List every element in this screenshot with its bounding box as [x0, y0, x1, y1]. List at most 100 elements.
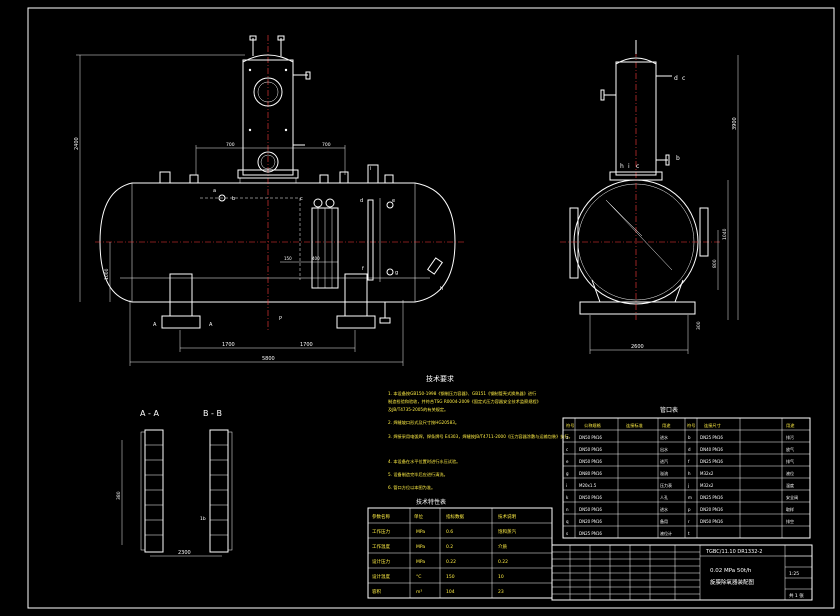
nozzle-label-c: c: [300, 196, 303, 202]
vessel-shell: [99, 182, 456, 303]
technical-notes: 技术要求 1. 本设备按GB150-1998《钢制压力容器》、GB151《钢制管…: [388, 374, 573, 491]
nozzle-label-e: e: [392, 198, 395, 204]
nozzle-cell: t: [688, 531, 690, 536]
nz-h2: 连接标准: [626, 422, 643, 429]
tech-table-title: 技术特性表: [416, 498, 446, 506]
section-aa-title: A - A: [140, 409, 159, 418]
nozzle-cell: 进汽: [660, 458, 668, 464]
tech-r2c2: 0.22: [446, 559, 456, 565]
nozzle-label-f: f: [362, 266, 364, 272]
tech-h1: 单位: [414, 513, 423, 520]
dim-height: 2400: [74, 137, 80, 150]
dim-half-right: 1700: [300, 342, 313, 348]
nozzle-cell: h: [688, 471, 691, 476]
nozzle-cell: 放气: [786, 446, 794, 452]
tech-r1c0: 工作温度: [372, 543, 390, 550]
note-line-4: 2. 焊缝坡口形式及尺寸按HG20583。: [388, 419, 459, 426]
section-views: A - A B - B 380 1b 2300: [116, 409, 233, 557]
nozzle-cell: DN80 PN16: [579, 471, 602, 476]
nozzle-cell: DN50 PN16: [700, 519, 723, 524]
tech-r4c0: 容积: [372, 588, 381, 595]
tech-r4c3: 23: [498, 589, 504, 595]
tech-r1c2: 0.2: [446, 544, 453, 550]
nz-h0: 符号: [566, 422, 574, 429]
note-line-6: 4. 本设备在水平位置时进行水压试验。: [388, 458, 460, 465]
upper-manhole: [253, 77, 283, 107]
nozzle-cell: M32x2: [700, 471, 714, 476]
nozzle-label-b: b: [232, 196, 235, 202]
side-dim-1040: 1040: [722, 228, 728, 240]
side-label-d: d: [674, 75, 678, 82]
side-label-i: i: [628, 163, 630, 170]
nozzle-cell: DN50 PN16: [579, 459, 602, 464]
tech-r1c1: MPa: [416, 544, 425, 550]
tech-table: 技术特性表 参数名称 单位 指标数据 技术说明 工作压力 MPa 0.6 饱和蒸…: [367, 498, 553, 599]
tech-r4c1: m³: [416, 589, 422, 595]
tech-h2: 指标数据: [446, 513, 464, 520]
nozzle-cell: DN50 PN16: [579, 507, 602, 512]
nozzle-label-d: d: [360, 198, 363, 204]
level-gauge: [367, 199, 374, 281]
nozzle-cell: 排空: [786, 518, 794, 524]
section-aa-profile: [144, 429, 164, 553]
tech-h0: 参数名称: [372, 513, 390, 520]
title-desc-2: 旋膜除氧器装配图: [710, 578, 755, 586]
nozzle-cell: DN20 PN16: [579, 519, 602, 524]
nozzle-cell: 人孔: [660, 494, 668, 500]
nozzle-label-h: h: [440, 286, 443, 292]
tech-r3c1: °C: [416, 574, 421, 580]
nozzle-cell: i: [566, 483, 567, 488]
title-block: TGBC/11.10 DR1332-2 0.02 MPa 50t/h 旋膜除氧器…: [551, 544, 813, 601]
nozzle-cell: p: [688, 507, 691, 512]
note-line-8: 6. 管口方位以本图为准。: [388, 484, 435, 491]
side-support: [591, 279, 684, 303]
nozzle-cell: j: [687, 483, 689, 488]
note-line-7: 5. 设备制造完毕后应进行清洗。: [388, 471, 448, 478]
nozzle-cell: DN25 PN16: [700, 435, 723, 440]
p-mark: P: [279, 316, 282, 322]
side-dim-800: 800: [712, 259, 718, 268]
tech-r0c0: 工作压力: [372, 528, 390, 535]
tech-r2c0: 设计压力: [372, 558, 390, 565]
nozzle-cell: DN50 PN16: [579, 495, 602, 500]
dim-700-a: 700: [226, 142, 235, 148]
title-desc-1: 0.02 MPa 50t/h: [710, 568, 752, 574]
nozzle-cell: a: [566, 435, 569, 440]
nozzle-cell: 压力表: [660, 482, 672, 488]
tech-r3c3: 10: [498, 574, 504, 580]
note-line-2: 制造检验和验收，并符合TSG R0004-2009《固定式压力容器安全技术监察规…: [388, 398, 541, 405]
tech-r2c3: 0.22: [498, 559, 508, 565]
side-dim-height: 3900: [732, 117, 738, 130]
nozzle-cell: 备用: [660, 518, 668, 524]
nozzle-cell: e: [566, 459, 569, 464]
nozzle-cell: n: [566, 507, 569, 512]
right-saddle: [344, 273, 368, 317]
dim-half-left: 1700: [222, 342, 235, 348]
nozzle-label-a: a: [213, 188, 216, 194]
sheet-frame: [27, 7, 835, 609]
nozzle-cell: s: [566, 531, 568, 536]
section-mark-a-right: A: [209, 322, 213, 328]
nz-h4: 符号: [687, 422, 695, 429]
deaerator-column: [242, 59, 294, 176]
left-saddle: [169, 273, 193, 317]
tech-r2c1: MPa: [416, 559, 425, 565]
nozzle-cell: c: [566, 447, 568, 452]
side-dim-width: 2600: [631, 344, 644, 350]
section-dim-bottom: 2300: [178, 550, 191, 556]
tech-r1c3: 介质: [498, 543, 507, 550]
tech-r0c2: 0.6: [446, 529, 453, 535]
nz-h5: 连接尺寸: [704, 422, 721, 429]
nozzle-cell: 进水: [660, 506, 668, 512]
nozzle-cell: 溢流: [660, 470, 668, 476]
dim-400: 400: [312, 256, 320, 261]
tech-r0c3: 饱和蒸汽: [498, 528, 516, 535]
drawing-number: TGBC/11.10 DR1332-2: [705, 549, 762, 555]
front-view: 2400 5800 1700 1700 700 700 1000 150 400…: [74, 35, 465, 366]
nozzle-cell: DN25 PN16: [579, 531, 602, 536]
tech-r3c2: 150: [446, 574, 455, 580]
nozzle-cell: 进水: [660, 434, 668, 440]
nozzle-cell: 出水: [660, 446, 668, 452]
side-column: [615, 61, 657, 176]
